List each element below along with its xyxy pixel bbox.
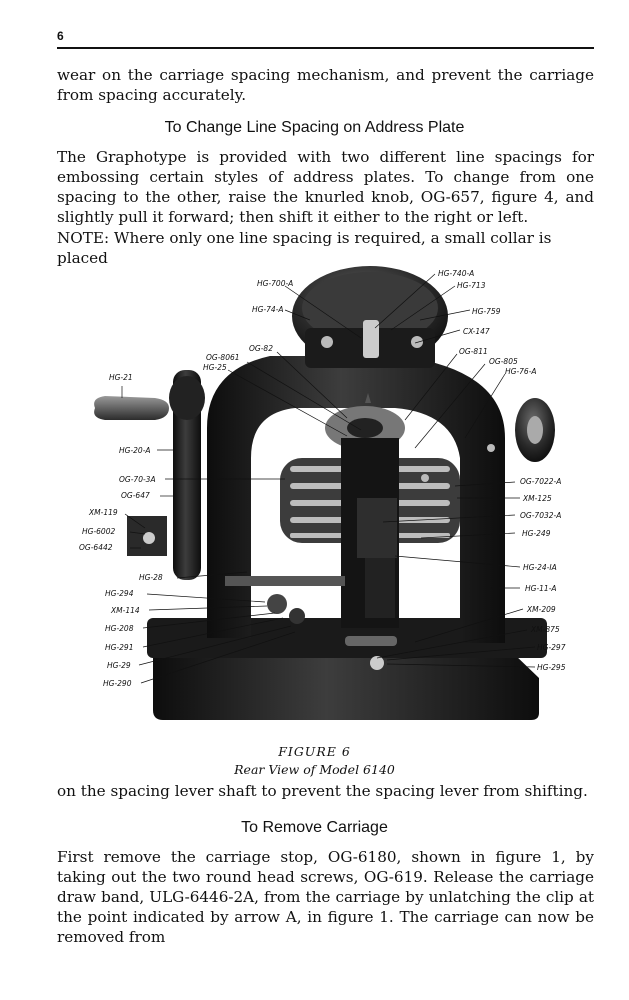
label-hg-76-a: HG-76-A bbox=[505, 367, 537, 376]
label-og-811: OG-811 bbox=[459, 347, 488, 356]
label-hg-740-a: HG-740-A bbox=[438, 269, 474, 278]
page-number: 6 bbox=[57, 29, 64, 43]
label-hg-20-a: HG-20-A bbox=[119, 446, 151, 455]
paragraph-line-spacing: The Graphotype is provided with two diff… bbox=[57, 148, 594, 226]
label-og-70-3a: OG-70-3A bbox=[119, 475, 156, 484]
heading-remove-carriage: To Remove Carriage bbox=[241, 819, 388, 836]
header-rule bbox=[57, 47, 594, 49]
label-og-805: OG-805 bbox=[489, 357, 518, 366]
label-hg-24-ia: HG-24-IA bbox=[523, 563, 557, 572]
label-hg-249: HG-249 bbox=[522, 529, 551, 538]
label-og-6442: OG-6442 bbox=[79, 543, 113, 552]
figure-subcaption: Rear View of Model 6140 bbox=[234, 762, 395, 777]
label-og-7032-a: OG-7032-A bbox=[520, 511, 561, 520]
label-hg-700-a: HG-700-A bbox=[257, 279, 293, 288]
label-hg-28: HG-28 bbox=[139, 573, 163, 582]
label-xm-875: XM-875 bbox=[530, 625, 560, 634]
label-hg-294: HG-294 bbox=[105, 589, 134, 598]
label-xm-125: XM-125 bbox=[522, 494, 552, 503]
label-hg-291: HG-291 bbox=[105, 643, 133, 652]
label-hg-759: HG-759 bbox=[472, 307, 501, 316]
label-og-7022-a: OG-7022-A bbox=[520, 477, 561, 486]
label-og-8061: OG-8061 bbox=[206, 353, 240, 362]
label-xm-119: XM-119 bbox=[88, 508, 118, 517]
figure-caption: FIGURE 6 bbox=[278, 744, 351, 759]
label-hg-290: HG-290 bbox=[103, 679, 132, 688]
label-hg-297: HG-297 bbox=[537, 643, 566, 652]
figure-6-machine-illustration: HG-740-A HG-700-A HG-713 HG-74-A HG-759 … bbox=[79, 266, 566, 720]
label-hg-74-a: HG-74-A bbox=[252, 305, 284, 314]
label-hg-21: HG-21 bbox=[109, 373, 133, 382]
label-og-647: OG-647 bbox=[121, 491, 150, 500]
label-xm-114: XM-114 bbox=[110, 606, 140, 615]
heading-line-spacing: To Change Line Spacing on Address Plate bbox=[164, 119, 465, 136]
label-hg-11-a: HG-11-A bbox=[525, 584, 557, 593]
paragraph-remove-carriage: First remove the carriage stop, OG-6180,… bbox=[57, 848, 594, 946]
label-xm-209: XM-209 bbox=[526, 605, 556, 614]
paragraph-intro: wear on the carriage spacing mechanism, … bbox=[57, 66, 594, 104]
label-hg-295: HG-295 bbox=[537, 663, 566, 672]
paragraph-note: NOTE: Where only one line spacing is req… bbox=[57, 229, 552, 267]
label-hg-713: HG-713 bbox=[457, 281, 486, 290]
label-hg-208: HG-208 bbox=[105, 624, 134, 633]
label-cx-147: CX-147 bbox=[463, 327, 490, 336]
paragraph-note-continued: on the spacing lever shaft to prevent th… bbox=[57, 782, 588, 800]
label-hg-29: HG-29 bbox=[107, 661, 131, 670]
label-hg-25: HG-25 bbox=[203, 363, 227, 372]
label-og-82: OG-82 bbox=[249, 344, 273, 353]
label-hg-6002: HG-6002 bbox=[82, 527, 115, 536]
